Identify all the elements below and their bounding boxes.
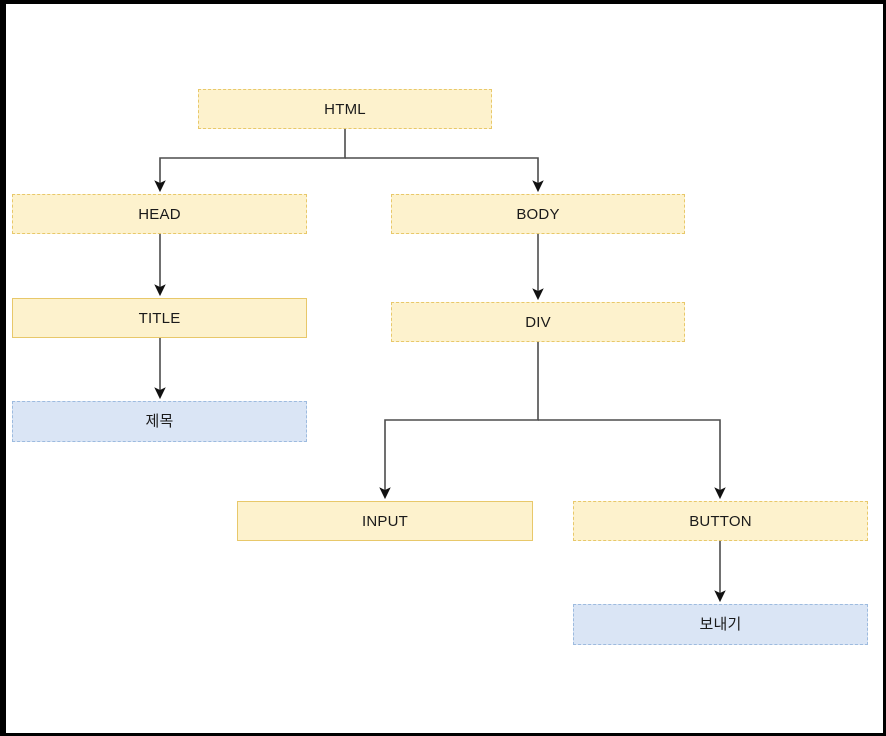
node-title[interactable]: TITLE (12, 298, 307, 338)
node-input[interactable]: INPUT (237, 501, 533, 541)
node-html-label: HTML (324, 100, 366, 118)
node-head[interactable]: HEAD (12, 194, 307, 234)
node-button-textnode[interactable]: 보내기 (573, 604, 868, 645)
edge-div-button (538, 419, 726, 500)
node-head-label: HEAD (138, 205, 181, 223)
node-div-label: DIV (525, 313, 551, 331)
edge-div-input (379, 342, 539, 500)
edge-html-body (345, 157, 544, 193)
node-body[interactable]: BODY (391, 194, 685, 234)
node-div[interactable]: DIV (391, 302, 685, 342)
node-title-textnode[interactable]: 제목 (12, 401, 307, 442)
node-title-textnode-label: 제목 (145, 413, 174, 430)
node-input-label: INPUT (362, 512, 408, 530)
node-html[interactable]: HTML (198, 89, 492, 129)
edge-html-head (154, 129, 346, 193)
node-title-label: TITLE (138, 309, 181, 327)
node-button[interactable]: BUTTON (573, 501, 868, 541)
node-body-label: BODY (516, 205, 560, 223)
node-button-label: BUTTON (689, 512, 752, 530)
node-button-textnode-label: 보내기 (699, 616, 742, 633)
